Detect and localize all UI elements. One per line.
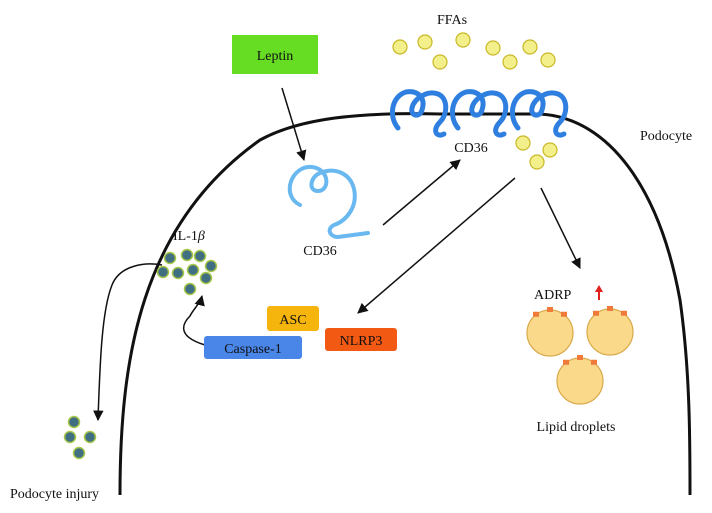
cd36-receptor	[509, 89, 569, 138]
il1b-particle	[67, 415, 81, 429]
arrow-ffa-to-nlrp3	[357, 177, 516, 314]
lipid-droplet	[556, 357, 604, 405]
adrp-protein	[561, 311, 567, 317]
ffa-particle	[392, 39, 408, 55]
il1b-particle	[199, 271, 213, 285]
adrp-protein	[621, 310, 627, 316]
adrp-protein	[607, 306, 613, 311]
podocyte-label: Podocyte	[640, 129, 692, 144]
il1b-particle	[193, 249, 207, 263]
adrp-protein	[591, 359, 597, 365]
il1b-label: IL-1β	[173, 229, 205, 244]
arrow-il1b-to-injury	[93, 263, 163, 422]
arrow-leptin-to-cd36	[281, 87, 307, 162]
ffas-label: FFAs	[437, 13, 467, 28]
adrp-label: ADRP	[534, 288, 572, 303]
cd36-receptor	[389, 89, 449, 138]
lipid-droplet	[586, 308, 634, 356]
il1b-particles	[156, 248, 218, 296]
arrow-caspase-to-il1b	[182, 294, 206, 346]
arrow-ffa-to-droplets	[540, 187, 581, 269]
ffa-particle	[417, 34, 433, 50]
ffa-particle	[502, 54, 518, 70]
ffa-particle	[455, 32, 471, 48]
up-arrow-icon	[595, 285, 603, 300]
ffa-particle	[522, 39, 538, 55]
il1b-particle	[171, 266, 185, 280]
cd36-internal-label: CD36	[303, 244, 336, 259]
il1b-particle	[180, 248, 194, 262]
caspase1-label: Caspase-1	[224, 342, 282, 357]
lipid-droplets-label: Lipid droplets	[537, 420, 616, 435]
il1b-particle	[183, 282, 197, 296]
caspase1-box: Caspase-1	[204, 336, 302, 359]
released-il1b-particles	[63, 415, 97, 460]
adrp-protein	[547, 307, 553, 312]
arrow-cd36-to-membrane	[382, 159, 461, 226]
adrp-protein	[533, 311, 539, 317]
asc-label: ASC	[279, 313, 306, 328]
ffa-particles	[392, 32, 558, 170]
nlrp3-box: NLRP3	[325, 328, 397, 351]
nlrp3-label: NLRP3	[340, 334, 383, 349]
lipid-droplets	[526, 306, 634, 405]
ffa-particle	[542, 142, 558, 158]
adrp-protein	[577, 355, 583, 360]
ffa-particle	[540, 52, 556, 68]
il1b-particle	[163, 251, 177, 265]
podocyte-injury-label: Podocyte injury	[10, 487, 99, 502]
il1b-particle	[204, 259, 218, 273]
lipid-droplet	[526, 309, 574, 357]
cd36-internal-receptor	[287, 164, 370, 240]
adrp-protein	[563, 359, 569, 365]
ffa-particle	[432, 54, 448, 70]
il1b-particle	[186, 263, 200, 277]
asc-box: ASC	[267, 306, 319, 331]
cd36-membrane-label: CD36	[454, 141, 487, 156]
podocyte-membrane	[118, 112, 692, 496]
ffa-particle	[515, 135, 531, 151]
il1b-particle	[83, 430, 97, 444]
adrp-protein	[593, 310, 599, 316]
il1b-particle	[63, 430, 77, 444]
cd36-receptor	[449, 89, 509, 138]
leptin-box: Leptin	[232, 35, 318, 74]
ffa-particle	[485, 40, 501, 56]
il1b-particle	[72, 446, 86, 460]
ffa-particle	[529, 154, 545, 170]
cd36-membrane-receptors	[389, 89, 569, 138]
il1b-particle	[156, 265, 170, 279]
leptin-label: Leptin	[257, 49, 294, 64]
